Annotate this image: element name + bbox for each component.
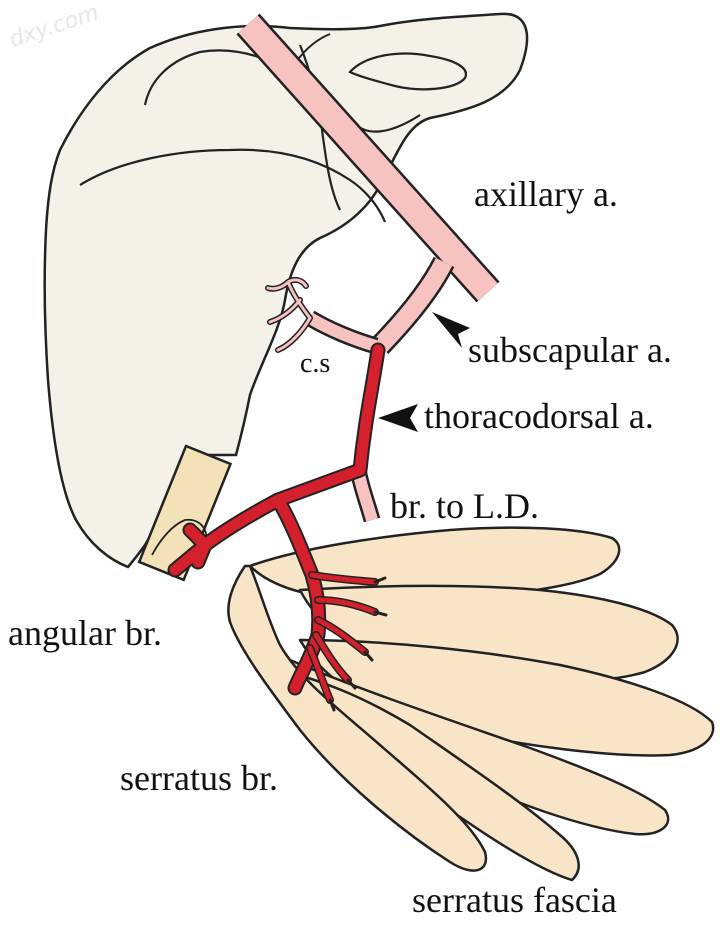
- subscapular-artery: [371, 256, 455, 354]
- scapula-contour-acromion: [348, 52, 468, 91]
- label-axillary: axillary a.: [474, 174, 618, 214]
- serratus-slip-6: [227, 564, 488, 872]
- thoracodorsal-arrowhead: [378, 404, 418, 432]
- label-cs: c.s: [300, 348, 331, 379]
- scapula-contour-spine: [79, 148, 387, 223]
- label-serratus-fascia: serratus fascia: [412, 880, 617, 920]
- subscapular-arrowhead: [432, 312, 470, 348]
- angular-flap-inner: [151, 518, 208, 556]
- label-subscapular: subscapular a.: [468, 330, 672, 370]
- label-br-to-ld: br. to L.D.: [390, 486, 539, 526]
- label-serratus-br: serratus br.: [120, 758, 278, 798]
- label-thoracodorsal: thoracodorsal a.: [424, 396, 654, 436]
- axillary-artery: [236, 13, 500, 303]
- thoracodorsal-artery: [167, 342, 388, 712]
- scapula-shape: [43, 12, 529, 569]
- angular-flap-box: [137, 444, 233, 582]
- circumflex-scapular-artery: [265, 276, 379, 355]
- serratus-fascia: [227, 526, 715, 882]
- label-angular: angular br.: [8, 613, 162, 653]
